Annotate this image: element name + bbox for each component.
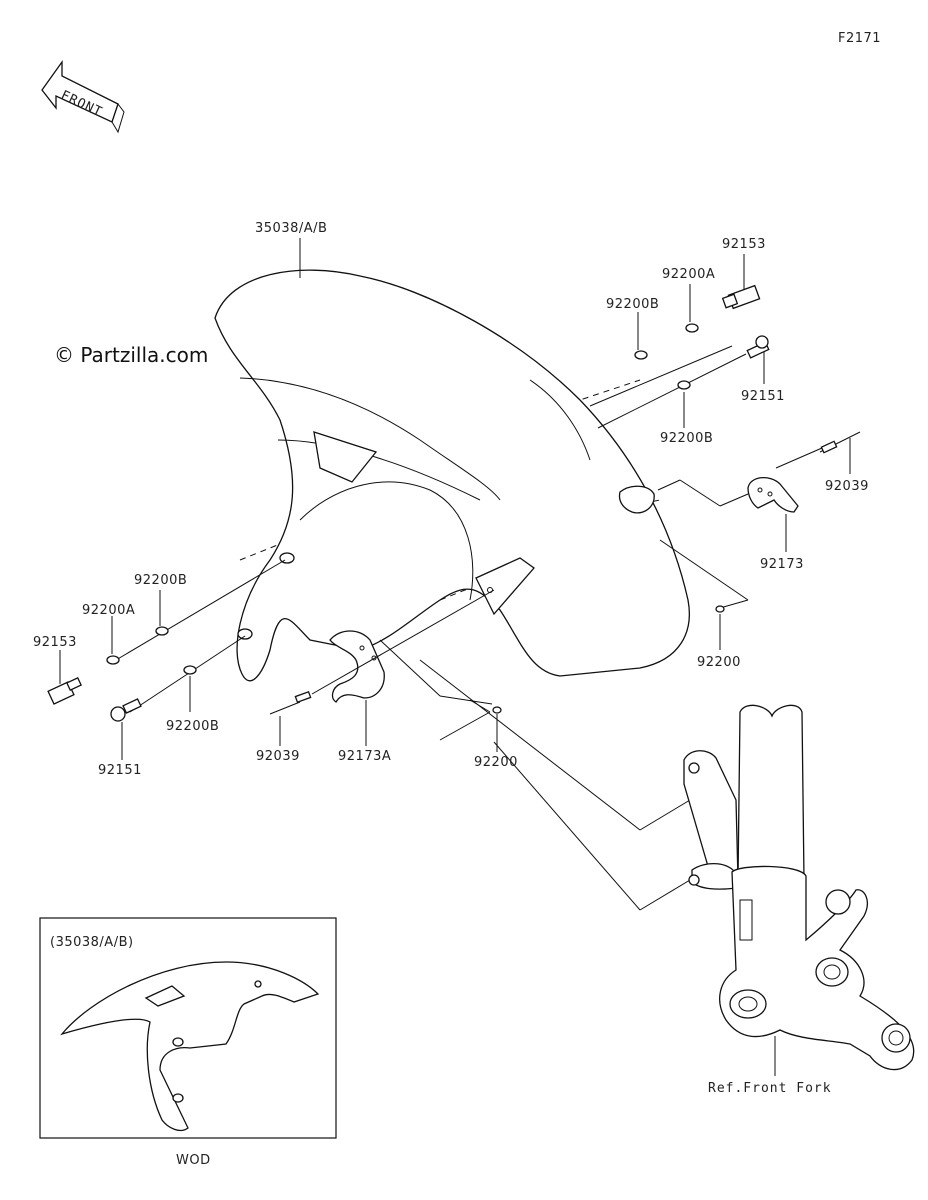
clamp-wire-right-icon xyxy=(819,431,861,454)
label-washer-a-right: 92200A xyxy=(662,267,715,282)
label-clamp-right: 92173 xyxy=(760,557,804,572)
clamp-wire-left-icon xyxy=(269,690,312,715)
clamp-right-icon xyxy=(747,477,799,513)
washer-b-right-low-icon xyxy=(677,380,691,390)
inset-fender-variant xyxy=(60,961,320,1132)
label-bolt-left: 92151 xyxy=(98,763,142,778)
washer-right-icon xyxy=(715,605,725,613)
label-leaders xyxy=(59,238,851,1076)
front-fork-reference xyxy=(683,704,915,1071)
inset-caption: (35038/A/B) xyxy=(50,935,134,950)
fitting-bolt-left-icon xyxy=(47,676,82,705)
hardware-right xyxy=(589,284,861,613)
washer-b-left-top-icon xyxy=(155,626,169,636)
washer-b-right-top-icon xyxy=(634,350,648,360)
bolt-left-icon xyxy=(110,698,142,722)
label-reference-note: Ref.Front Fork xyxy=(708,1081,832,1096)
fender-bracket-right xyxy=(618,485,655,514)
front-fender[interactable] xyxy=(214,269,690,682)
label-washer-b-left-low: 92200B xyxy=(166,719,219,734)
label-clamp-left: 92173A xyxy=(338,749,391,764)
diagram-code: F2171 xyxy=(838,31,881,46)
label-clamp-wire-right: 92039 xyxy=(825,479,869,494)
clamp-left-icon xyxy=(329,630,385,703)
label-washer-b-left-top: 92200B xyxy=(134,573,187,588)
label-bolt-right: 92151 xyxy=(741,389,785,404)
label-washer-b-right-top: 92200B xyxy=(606,297,659,312)
watermark: © Partzilla.com xyxy=(54,343,208,367)
fitting-bolt-right-icon xyxy=(721,284,761,310)
label-washer-center: 92200 xyxy=(474,755,518,770)
label-fitting-bolt-right: 92153 xyxy=(722,237,766,252)
hardware-left xyxy=(47,559,502,741)
bolt-right-icon xyxy=(746,335,770,359)
inset-panel: (35038/A/B) xyxy=(39,917,337,1139)
washer-b-left-low-icon xyxy=(183,665,197,675)
label-fender: 35038/A/B xyxy=(255,221,327,236)
label-washer-right: 92200 xyxy=(697,655,741,670)
washer-a-left-icon xyxy=(106,655,120,665)
washer-a-right-icon xyxy=(685,323,699,333)
front-arrow-icon: FRONT xyxy=(41,59,125,134)
label-washer-a-left: 92200A xyxy=(82,603,135,618)
washer-center-icon xyxy=(492,706,502,714)
label-washer-b-right-low: 92200B xyxy=(660,431,713,446)
label-fitting-bolt-left: 92153 xyxy=(33,635,77,650)
label-clamp-wire-left: 92039 xyxy=(256,749,300,764)
inset-variant-label: WOD xyxy=(176,1153,211,1168)
